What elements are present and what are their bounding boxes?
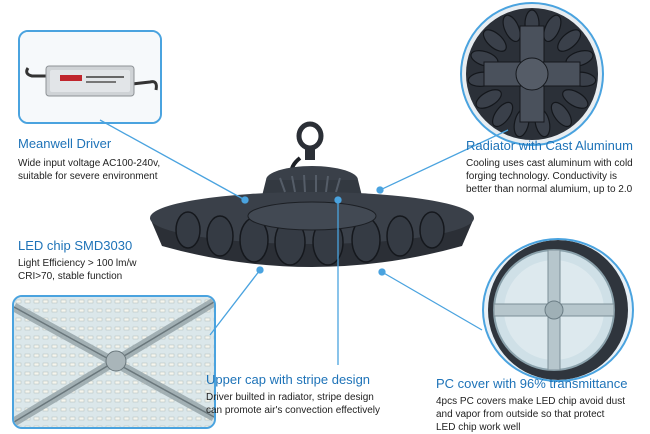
pc-desc-line-2: and vapor from outside so that protect [436,409,605,420]
driver-desc: Wide input voltage AC100-240v, suitable … [18,157,160,183]
led-desc-line-2: CRI>70, stable function [18,271,123,282]
radiator-desc-line-1: Cooling uses cast aluminum with cold [466,158,633,169]
cap-desc-line-1: Driver builted in radiator, stripe desig… [206,392,374,403]
led-desc: Light Efficiency > 100 lm/w CRI>70, stab… [18,257,137,283]
pc-desc-line-3: LED chip work well [436,422,521,433]
cap-title: Upper cap with stripe design [206,372,371,387]
pc-desc-line-1: 4pcs PC covers make LED chip avoid dust [436,396,625,407]
driver-title: Meanwell Driver [18,136,112,151]
callout-driver: Meanwell Driver Wide input voltage AC100… [18,136,160,183]
pc-desc: 4pcs PC covers make LED chip avoid dust … [436,395,627,434]
radiator-image [460,2,604,146]
led-chip-image [12,295,216,429]
ufo-high-bay-light-icon [150,121,474,267]
callout-pc: PC cover with 96% transmittance 4pcs PC … [436,376,627,434]
cap-desc-line-2: can promote air's convection effectively [206,405,381,416]
radiator-fins-icon [466,8,598,140]
driver-desc-line-2: suitable for severe environment [18,171,158,182]
pc-cover-lens-icon [488,240,628,380]
radiator-desc: Cooling uses cast aluminum with cold for… [466,157,633,196]
led-title: LED chip SMD3030 [18,238,133,253]
pc-title: PC cover with 96% transmittance [436,376,628,391]
pc-cover-image [482,238,634,382]
driver-image [18,30,162,124]
callout-radiator: Radiator with Cast Aluminum Cooling uses… [466,138,633,196]
radiator-desc-line-3: better than normal alumium, up to 2.0 [466,184,633,195]
led-chip-panel-icon [14,297,214,427]
callout-cap: Upper cap with stripe design Driver buil… [206,372,380,417]
radiator-desc-line-2: forging technology. Conductivity is [466,171,618,182]
radiator-title: Radiator with Cast Aluminum [466,138,633,153]
cap-desc: Driver builted in radiator, stripe desig… [206,391,380,417]
led-driver-box-icon [20,32,160,122]
callout-led: LED chip SMD3030 Light Efficiency > 100 … [18,238,137,283]
driver-desc-line-1: Wide input voltage AC100-240v, [18,158,161,169]
led-desc-line-1: Light Efficiency > 100 lm/w [18,258,137,269]
